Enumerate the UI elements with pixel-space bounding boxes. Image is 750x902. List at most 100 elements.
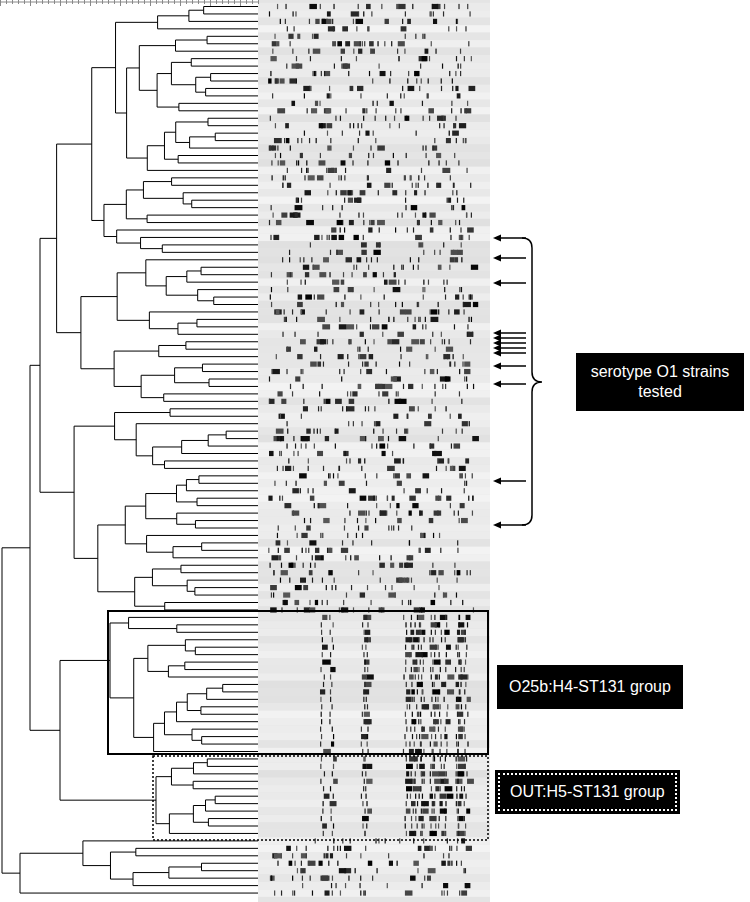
gel-band — [434, 138, 435, 143]
gel-band — [280, 436, 281, 441]
gel-band — [360, 496, 367, 501]
gel-band — [312, 34, 313, 39]
gel-band — [450, 600, 451, 605]
gel-band — [319, 272, 326, 277]
gel-band — [421, 168, 422, 173]
gel-band — [330, 674, 331, 679]
gel-band — [438, 302, 439, 307]
gel-band — [314, 71, 315, 76]
gel-band — [443, 116, 444, 121]
gel-band — [467, 324, 468, 329]
gel-band — [276, 354, 277, 359]
gel-band — [280, 555, 281, 560]
gel-band — [358, 11, 359, 16]
tree-branch — [201, 274, 258, 275]
tree-branch — [176, 51, 258, 52]
gel-band — [363, 213, 364, 218]
gel-band — [367, 704, 368, 709]
gel-band — [372, 101, 373, 106]
gel-lane — [258, 591, 490, 598]
gel-band — [321, 406, 322, 411]
tree-branch — [171, 62, 191, 63]
tree-branch — [166, 295, 197, 296]
gel-band — [441, 488, 442, 493]
gel-band — [302, 548, 303, 553]
gel-band — [405, 34, 406, 39]
gel-band — [275, 123, 276, 128]
gel-band — [322, 600, 323, 605]
gel-band — [337, 41, 342, 46]
gel-band — [427, 354, 428, 359]
gel-band — [330, 652, 331, 657]
gel-lane — [258, 651, 490, 658]
gel-band — [288, 34, 293, 39]
tree-branch — [215, 803, 258, 804]
tree-branch — [211, 73, 258, 74]
tree-branch — [133, 885, 258, 886]
gel-band — [431, 630, 432, 635]
gel-band — [365, 645, 366, 650]
gel-band — [333, 764, 334, 769]
gel-band — [404, 93, 405, 98]
gel-band — [324, 771, 325, 776]
gel-band — [423, 637, 424, 642]
gel-band — [412, 697, 413, 702]
tree-branch — [202, 744, 258, 745]
gel-band — [346, 406, 354, 411]
tree-branch — [2, 547, 30, 548]
gel-band — [469, 421, 470, 426]
gel-band — [465, 26, 466, 31]
tree-branch — [141, 248, 163, 249]
gel-band — [393, 473, 394, 478]
gel-band — [325, 71, 331, 76]
gel-band — [270, 56, 276, 61]
gel-band — [396, 391, 397, 396]
tree-branch — [57, 332, 81, 333]
tree-branch — [165, 460, 258, 461]
gel-lane — [258, 405, 490, 412]
gel-band — [361, 242, 367, 247]
gel-band — [305, 190, 311, 195]
gel-band — [437, 458, 438, 463]
gel-band — [360, 294, 361, 299]
gel-band — [382, 429, 383, 434]
tree-branch — [81, 296, 117, 297]
tree-branch — [195, 528, 258, 529]
gel-band — [406, 771, 409, 776]
tree-branch — [215, 796, 258, 797]
gel-band — [305, 548, 306, 553]
gel-lane — [258, 129, 490, 136]
gel-band — [373, 272, 377, 277]
gel-band — [419, 86, 420, 91]
gel-band — [399, 578, 405, 583]
gel-lane — [258, 666, 490, 673]
gel-band — [419, 511, 423, 516]
gel-band — [368, 511, 369, 516]
gel-band — [465, 473, 466, 478]
gel-band — [422, 794, 423, 799]
gel-band — [418, 317, 419, 322]
tree-branch — [193, 773, 258, 774]
gel-band — [282, 466, 283, 471]
gel-band — [374, 421, 375, 426]
gel-band — [397, 518, 402, 523]
gel-band — [435, 697, 436, 702]
gel-band — [453, 123, 456, 128]
gel-band — [433, 719, 439, 724]
tree-branch — [185, 662, 258, 663]
gel-band — [362, 533, 363, 538]
gel-band — [364, 660, 369, 665]
gel-band — [411, 578, 412, 583]
tree-branch — [186, 490, 258, 491]
gel-band — [352, 540, 353, 545]
gel-band — [450, 466, 453, 471]
gel-band — [322, 324, 330, 329]
gel-band — [458, 160, 459, 165]
gel-lane — [258, 219, 490, 226]
gel-band — [284, 548, 290, 553]
tree-branch — [169, 866, 202, 867]
gel-band — [380, 578, 381, 583]
gel-band — [461, 287, 462, 292]
gel-band — [406, 786, 412, 791]
gel-band — [464, 719, 465, 724]
